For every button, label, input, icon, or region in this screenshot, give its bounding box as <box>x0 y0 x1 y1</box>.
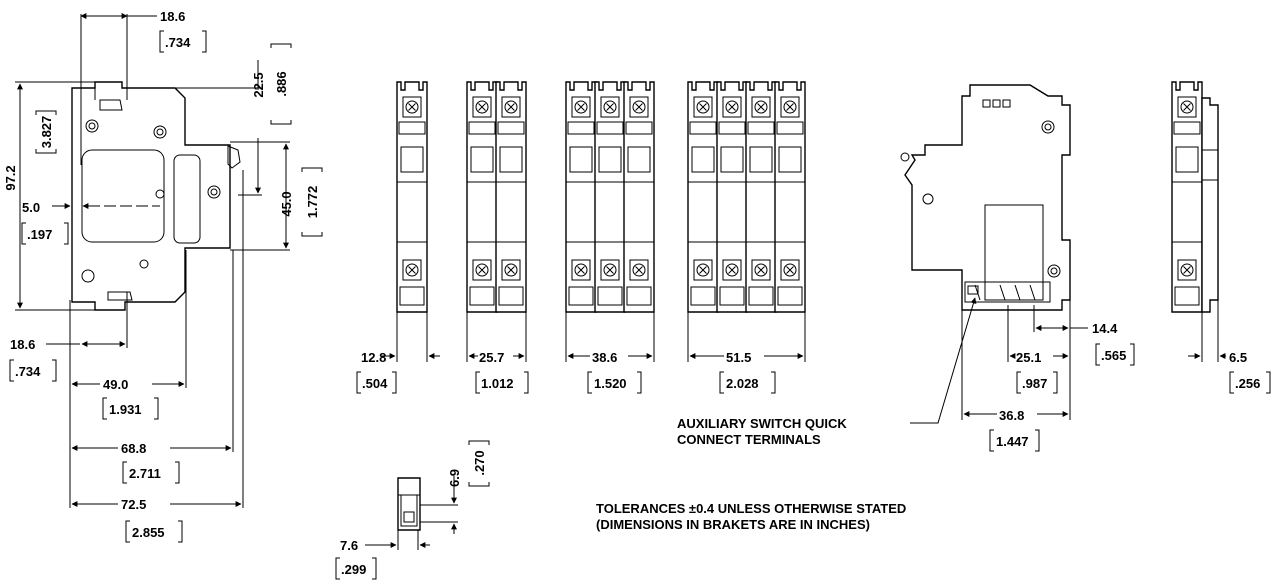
aux-callout: AUXILIARY SWITCH QUICK CONNECT TERMINALS <box>677 297 977 447</box>
dim-pole-3-mm: 38.6 <box>592 350 617 365</box>
dim-side-upper-in: .886 <box>274 71 289 96</box>
dim-side-depth1-mm: 49.0 <box>103 377 128 392</box>
dim-clip-height-mm: 6.9 <box>447 469 462 487</box>
dim-aux-b-in: .987 <box>1022 376 1047 391</box>
dim-aux-b: 25.1 .987 <box>1007 305 1069 394</box>
dim-side-rail: 45.0 1.772 <box>230 141 323 251</box>
dim-aux-a: 14.4 .565 <box>1033 300 1135 420</box>
dim-side-depths: 49.0 1.931 68.8 2.711 72.5 2.855 <box>69 170 244 543</box>
tolerance-note: TOLERANCES ±0.4 UNLESS OTHERWISE STATED … <box>596 501 906 532</box>
dim-pole-2: 25.7 1.012 <box>466 312 529 394</box>
pole-3-view <box>566 82 654 312</box>
aux-callout-line1: AUXILIARY SWITCH QUICK <box>677 416 847 431</box>
clip-detail <box>397 477 421 531</box>
dim-side-top-width-in: .734 <box>165 35 191 50</box>
dim-pole-3-in: 1.520 <box>594 376 627 391</box>
dim-clip-width-mm: 7.6 <box>340 538 358 553</box>
dim-aux-c-in: 1.447 <box>996 434 1029 449</box>
dim-side-top-width: 18.6 .734 <box>80 9 207 165</box>
dim-addon-mm: 6.5 <box>1229 350 1247 365</box>
dim-side-depth2-in: 2.711 <box>129 466 161 481</box>
aux-switch-view <box>900 84 1071 311</box>
pole-1-view <box>397 82 427 312</box>
dim-side-upper-mm: 22.5 <box>251 72 266 97</box>
dim-addon: 6.5 .256 <box>1188 300 1271 394</box>
dim-pole-4: 51.5 2.028 <box>687 312 806 394</box>
dim-side-depth1-in: 1.931 <box>109 402 142 417</box>
dim-side-bottom-width-mm: 18.6 <box>10 337 35 352</box>
dim-aux-a-in: .565 <box>1101 348 1126 363</box>
dim-clip-height: 6.9 .270 <box>420 440 490 534</box>
pole-2-view <box>467 82 526 312</box>
dim-pole-4-in: 2.028 <box>726 376 759 391</box>
side-view <box>71 81 241 311</box>
dim-aux-b-mm: 25.1 <box>1016 350 1041 365</box>
dim-clip-width-in: .299 <box>341 562 366 577</box>
dim-pole-1: 12.8 .504 <box>356 312 440 394</box>
dim-pole-4-mm: 51.5 <box>726 350 751 365</box>
dim-pole-1-mm: 12.8 <box>361 350 386 365</box>
dim-side-rail-in: 1.772 <box>305 186 320 219</box>
dim-side-top-width-mm: 18.6 <box>160 9 185 24</box>
dim-side-depth3-in: 2.855 <box>132 525 165 540</box>
dim-side-depth2-mm: 68.8 <box>121 441 146 456</box>
dim-side-height: 97.2 3.827 <box>3 81 95 311</box>
dim-aux-c-mm: 36.8 <box>999 408 1024 423</box>
dim-side-height-in: 3.827 <box>39 116 54 149</box>
dim-side-depth3-mm: 72.5 <box>121 497 146 512</box>
dim-side-bottom-width-in: .734 <box>15 364 41 379</box>
dim-clip-width: 7.6 .299 <box>335 530 430 580</box>
dim-side-bottom-width: 18.6 .734 <box>9 292 128 382</box>
dim-side-offset-in: .197 <box>27 227 52 242</box>
tolerance-note-line2: (DIMENSIONS IN BRAKETS ARE IN INCHES) <box>596 517 870 532</box>
dim-side-upper: 22.5 .886 <box>175 43 292 196</box>
dim-pole-1-in: .504 <box>362 376 388 391</box>
dim-pole-3: 38.6 1.520 <box>565 312 655 394</box>
dim-aux-a-mm: 14.4 <box>1092 321 1118 336</box>
dim-side-offset: 5.0 .197 <box>21 200 160 245</box>
dim-addon-in: .256 <box>1235 376 1260 391</box>
dim-side-rail-mm: 45.0 <box>279 191 294 216</box>
tolerance-note-line1: TOLERANCES ±0.4 UNLESS OTHERWISE STATED <box>596 501 906 516</box>
aux-callout-line2: CONNECT TERMINALS <box>677 432 821 447</box>
dim-aux-c: 36.8 1.447 <box>961 310 1069 452</box>
dim-clip-height-in: .270 <box>472 450 487 475</box>
dim-side-offset-mm: 5.0 <box>22 200 40 215</box>
addon-module-view <box>1172 82 1219 313</box>
dim-pole-2-mm: 25.7 <box>479 350 504 365</box>
dim-side-height-mm: 97.2 <box>3 165 18 190</box>
dim-pole-2-in: 1.012 <box>481 376 514 391</box>
pole-4-view <box>688 82 805 312</box>
